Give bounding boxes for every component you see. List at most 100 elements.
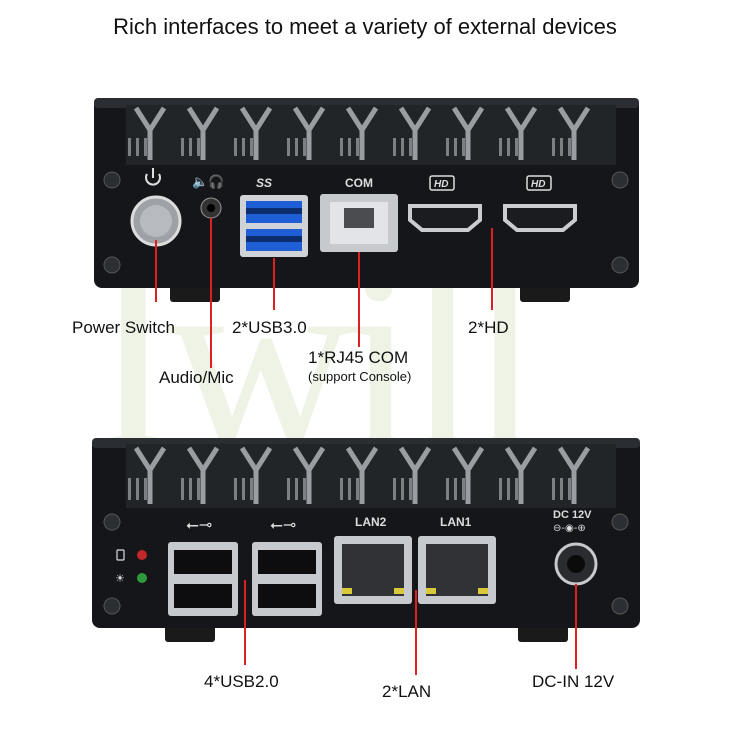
heatsink-slat bbox=[507, 138, 510, 156]
heatsink-slat bbox=[197, 478, 200, 500]
com-port-label: COM bbox=[345, 176, 373, 190]
heatsink-slat bbox=[515, 138, 518, 156]
hd-icon-1: HD bbox=[434, 179, 448, 190]
dc-polarity-icon: ⊖-◉-⊕ bbox=[553, 523, 586, 534]
heatsink-slat bbox=[234, 138, 237, 156]
heatsink-slat bbox=[250, 478, 253, 500]
heatsink-slat bbox=[348, 138, 351, 156]
heatsink-slat bbox=[552, 138, 555, 156]
heatsink-slat bbox=[250, 138, 253, 156]
heatsink-slat bbox=[189, 138, 192, 156]
audio-mic-callout: Audio/Mic bbox=[159, 368, 234, 387]
power-switch-callout: Power Switch bbox=[72, 318, 175, 337]
hd-leader-line bbox=[491, 228, 493, 310]
ss-usb-label: SS bbox=[256, 176, 272, 190]
heatsink-slat bbox=[136, 138, 139, 156]
heatsink-slat bbox=[128, 478, 131, 500]
dc-leader-line bbox=[575, 584, 577, 669]
usb2-callout: 4*USB2.0 bbox=[204, 672, 279, 691]
heatsink-slat bbox=[560, 478, 563, 500]
heatsink-fin bbox=[504, 446, 538, 504]
heatsink-slat bbox=[295, 138, 298, 156]
heatsink-slat bbox=[401, 138, 404, 156]
heatsink-fin bbox=[239, 446, 273, 504]
heatsink-slat bbox=[560, 138, 563, 156]
heatsink-slat bbox=[515, 478, 518, 500]
heatsink-slat bbox=[295, 478, 298, 500]
dc-port-label: DC 12V bbox=[553, 509, 592, 521]
heatsink-slat bbox=[568, 138, 571, 156]
heatsink-slat bbox=[446, 138, 449, 156]
heatsink-slat bbox=[499, 138, 502, 156]
hdd-icon bbox=[116, 549, 125, 561]
com-leader-line bbox=[358, 252, 360, 347]
heatsink-fin bbox=[557, 446, 591, 504]
heatsink-slat bbox=[144, 478, 147, 500]
rj45-com-subcallout: (support Console) bbox=[308, 369, 412, 384]
audio-icon: 🔈🎧 bbox=[192, 174, 224, 190]
hd-icon-2: HD bbox=[531, 179, 545, 190]
heatsink-fin bbox=[451, 446, 485, 504]
lan-callout: 2*LAN bbox=[382, 682, 432, 701]
heatsink-fins bbox=[128, 446, 591, 504]
hdd-led bbox=[137, 550, 147, 560]
heatsink-slat bbox=[356, 138, 359, 156]
heatsink-fin bbox=[504, 106, 538, 160]
page-title: Rich interfaces to meet a variety of ext… bbox=[113, 14, 617, 39]
heatsink-slat bbox=[454, 478, 457, 500]
heatsink-slat bbox=[356, 478, 359, 500]
heatsink-slat bbox=[303, 478, 306, 500]
heatsink-slat bbox=[401, 478, 404, 500]
heatsink-fin bbox=[133, 106, 167, 160]
heatsink-fin bbox=[451, 106, 485, 160]
heatsink-slat bbox=[197, 138, 200, 156]
heatsink-slat bbox=[409, 478, 412, 500]
heatsink-fin bbox=[557, 106, 591, 160]
heatsink-slat bbox=[348, 478, 351, 500]
audio-leader-line bbox=[210, 218, 212, 368]
heatsink-slat bbox=[181, 478, 184, 500]
heatsink-slat bbox=[409, 138, 412, 156]
heatsink-slat bbox=[462, 138, 465, 156]
power-leader-line bbox=[155, 240, 157, 302]
top-device-image: 🔈🎧 SS COM HD HD bbox=[94, 98, 639, 302]
heatsink-slat bbox=[462, 478, 465, 500]
heatsink-slat bbox=[446, 478, 449, 500]
lan1-port-label: LAN1 bbox=[440, 515, 472, 529]
heatsink-slat bbox=[128, 138, 131, 156]
heatsink-slat bbox=[552, 478, 555, 500]
heatsink-fin bbox=[345, 446, 379, 504]
bottom-device-image: ☀ ⭠⊸ ⭠⊸ LAN2 LAN1 DC 12V ⊖-◉-⊕ bbox=[92, 438, 640, 642]
hd-callout: 2*HD bbox=[468, 318, 509, 337]
heatsink-fin bbox=[239, 106, 273, 160]
heatsink-slat bbox=[393, 138, 396, 156]
power-led bbox=[137, 573, 147, 583]
heatsink-slat bbox=[287, 138, 290, 156]
heatsink-fin bbox=[292, 106, 326, 160]
heatsink-slat bbox=[303, 138, 306, 156]
usb-icon-2: ⭠⊸ bbox=[270, 515, 296, 534]
dc-in-callout: DC-IN 12V bbox=[532, 672, 615, 691]
heatsink-slat bbox=[242, 138, 245, 156]
power-led-icon: ☀ bbox=[115, 572, 125, 585]
heatsink-slat bbox=[393, 478, 396, 500]
heatsink-fin bbox=[186, 446, 220, 504]
rj45-com-callout: 1*RJ45 COM bbox=[308, 348, 409, 367]
heatsink-slat bbox=[181, 138, 184, 156]
heatsink-slat bbox=[568, 478, 571, 500]
heatsink-fin bbox=[186, 106, 220, 160]
heatsink-fins bbox=[128, 106, 591, 160]
heatsink-slat bbox=[144, 138, 147, 156]
usb-icon-1: ⭠⊸ bbox=[186, 515, 212, 534]
heatsink-slat bbox=[234, 478, 237, 500]
heatsink-slat bbox=[242, 478, 245, 500]
heatsink-slat bbox=[189, 478, 192, 500]
power-icon bbox=[145, 168, 161, 186]
heatsink-fin bbox=[345, 106, 379, 160]
heatsink-fin bbox=[398, 446, 432, 504]
heatsink-slat bbox=[454, 138, 457, 156]
heatsink-fin bbox=[292, 446, 326, 504]
heatsink-fin bbox=[133, 446, 167, 504]
usb3-leader-line bbox=[273, 258, 275, 310]
usb3-callout: 2*USB3.0 bbox=[232, 318, 307, 337]
